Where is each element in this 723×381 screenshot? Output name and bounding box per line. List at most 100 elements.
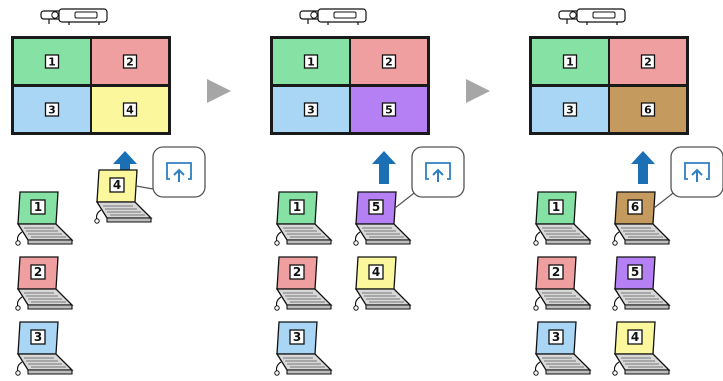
number-label: 4 (372, 265, 380, 279)
laptop-icon: 3 (274, 321, 333, 376)
screen-quadrant: 2 (610, 39, 686, 84)
screen-quadrant: 3 (14, 87, 90, 132)
laptop-cable-plug (353, 305, 359, 311)
projector-icon (40, 8, 108, 25)
laptop-keyboard-deck (613, 353, 671, 371)
screen-quadrant: 2 (92, 39, 168, 84)
number-label-box (30, 264, 46, 280)
laptop-cable-plug (274, 240, 280, 246)
laptop-base-edge (27, 369, 73, 375)
laptop-base-edge (624, 239, 670, 245)
number-label: 3 (34, 330, 42, 344)
number-label: 1 (48, 56, 56, 69)
projector-lens (310, 11, 318, 19)
number-label: 2 (293, 265, 301, 279)
number-label-box (640, 54, 656, 69)
number-label-box (381, 102, 397, 117)
projector-body (576, 8, 626, 23)
laptop-base-edge (27, 304, 73, 310)
screen-quadrant: 2 (351, 39, 427, 84)
number-label-box (289, 329, 305, 345)
laptop-keys (24, 227, 66, 238)
number-label-box (303, 54, 319, 69)
laptop-base-edge (286, 304, 332, 310)
number-label: 4 (631, 330, 639, 344)
laptop-keyboard-deck (354, 223, 412, 241)
laptop-icon: 1 (533, 191, 592, 246)
screen-quadrant: 3 (273, 87, 349, 132)
laptop-keys (283, 357, 325, 368)
laptop-base-edge (545, 369, 591, 375)
laptop-keys (621, 292, 663, 303)
number-label: 3 (48, 104, 56, 117)
number-label-box (109, 177, 125, 193)
projector-body (58, 8, 108, 23)
share-icon-screen (684, 162, 710, 180)
laptop-keys (621, 227, 663, 238)
play-arrow-icon (207, 79, 231, 103)
laptop-keys (362, 227, 404, 238)
laptop-keyboard-deck (534, 223, 592, 241)
number-label-box (289, 199, 305, 215)
number-label-box (44, 102, 60, 117)
laptop-cable-plug (94, 218, 100, 224)
projector-lens (51, 11, 59, 19)
laptop-base-edge (545, 239, 591, 245)
number-label-box (640, 102, 656, 117)
laptop-icon: 2 (274, 256, 333, 311)
laptop-cable-plug (274, 305, 280, 311)
number-label-box (627, 199, 643, 215)
laptop-keys (103, 205, 145, 216)
laptop-cable-plug (15, 305, 21, 311)
laptop-cable-plug (15, 240, 21, 246)
laptop-cable-plug (612, 370, 618, 376)
laptop-cable-plug (15, 370, 21, 376)
number-label-box (381, 54, 397, 69)
projector-vent (74, 11, 98, 19)
screen-quadrant: 1 (273, 39, 349, 84)
laptop-icon: 3 (533, 321, 592, 376)
laptop-icon: 2 (15, 256, 74, 311)
number-label-box (562, 54, 578, 69)
number-label: 3 (293, 330, 301, 344)
laptop-base-edge (286, 239, 332, 245)
screen-quadrant: 1 (14, 39, 90, 84)
laptop-base-edge (365, 239, 411, 245)
number-label: 2 (644, 56, 652, 69)
screen-quadrant: 4 (92, 87, 168, 132)
share-icon-screen (425, 162, 451, 180)
screen-quadrant: 6 (610, 87, 686, 132)
number-label: 3 (566, 104, 574, 117)
laptop-keys (621, 357, 663, 368)
share-icon-arrow (432, 168, 444, 182)
laptop-cable-plug (353, 240, 359, 246)
laptop-icon: 4 (353, 256, 412, 311)
share-screen-icon (411, 146, 465, 198)
number-label: 2 (385, 56, 393, 69)
projector-body (317, 8, 367, 23)
laptop-keys (542, 292, 584, 303)
laptop-keyboard-deck (534, 288, 592, 306)
laptop-keys (362, 292, 404, 303)
projection-screen: 1 2 3 6 (529, 36, 689, 135)
number-label: 1 (293, 200, 301, 214)
upload-arrow-icon (113, 151, 137, 184)
projector-icon (558, 8, 626, 25)
laptop-keys (283, 227, 325, 238)
laptop-keyboard-deck (16, 353, 74, 371)
laptop-icon: 4 (612, 321, 671, 376)
laptop-base-edge (286, 369, 332, 375)
number-label-box (627, 329, 643, 345)
laptop-keyboard-deck (354, 288, 412, 306)
laptop-base-edge (27, 239, 73, 245)
laptop-icon: 5 (353, 191, 412, 246)
laptop-icon: 1 (274, 191, 333, 246)
laptop-keyboard-deck (275, 288, 333, 306)
number-label: 1 (566, 56, 574, 69)
screen-quadrant: 5 (351, 87, 427, 132)
laptop-cable-plug (533, 370, 539, 376)
number-label-box (562, 102, 578, 117)
number-label-box (30, 329, 46, 345)
